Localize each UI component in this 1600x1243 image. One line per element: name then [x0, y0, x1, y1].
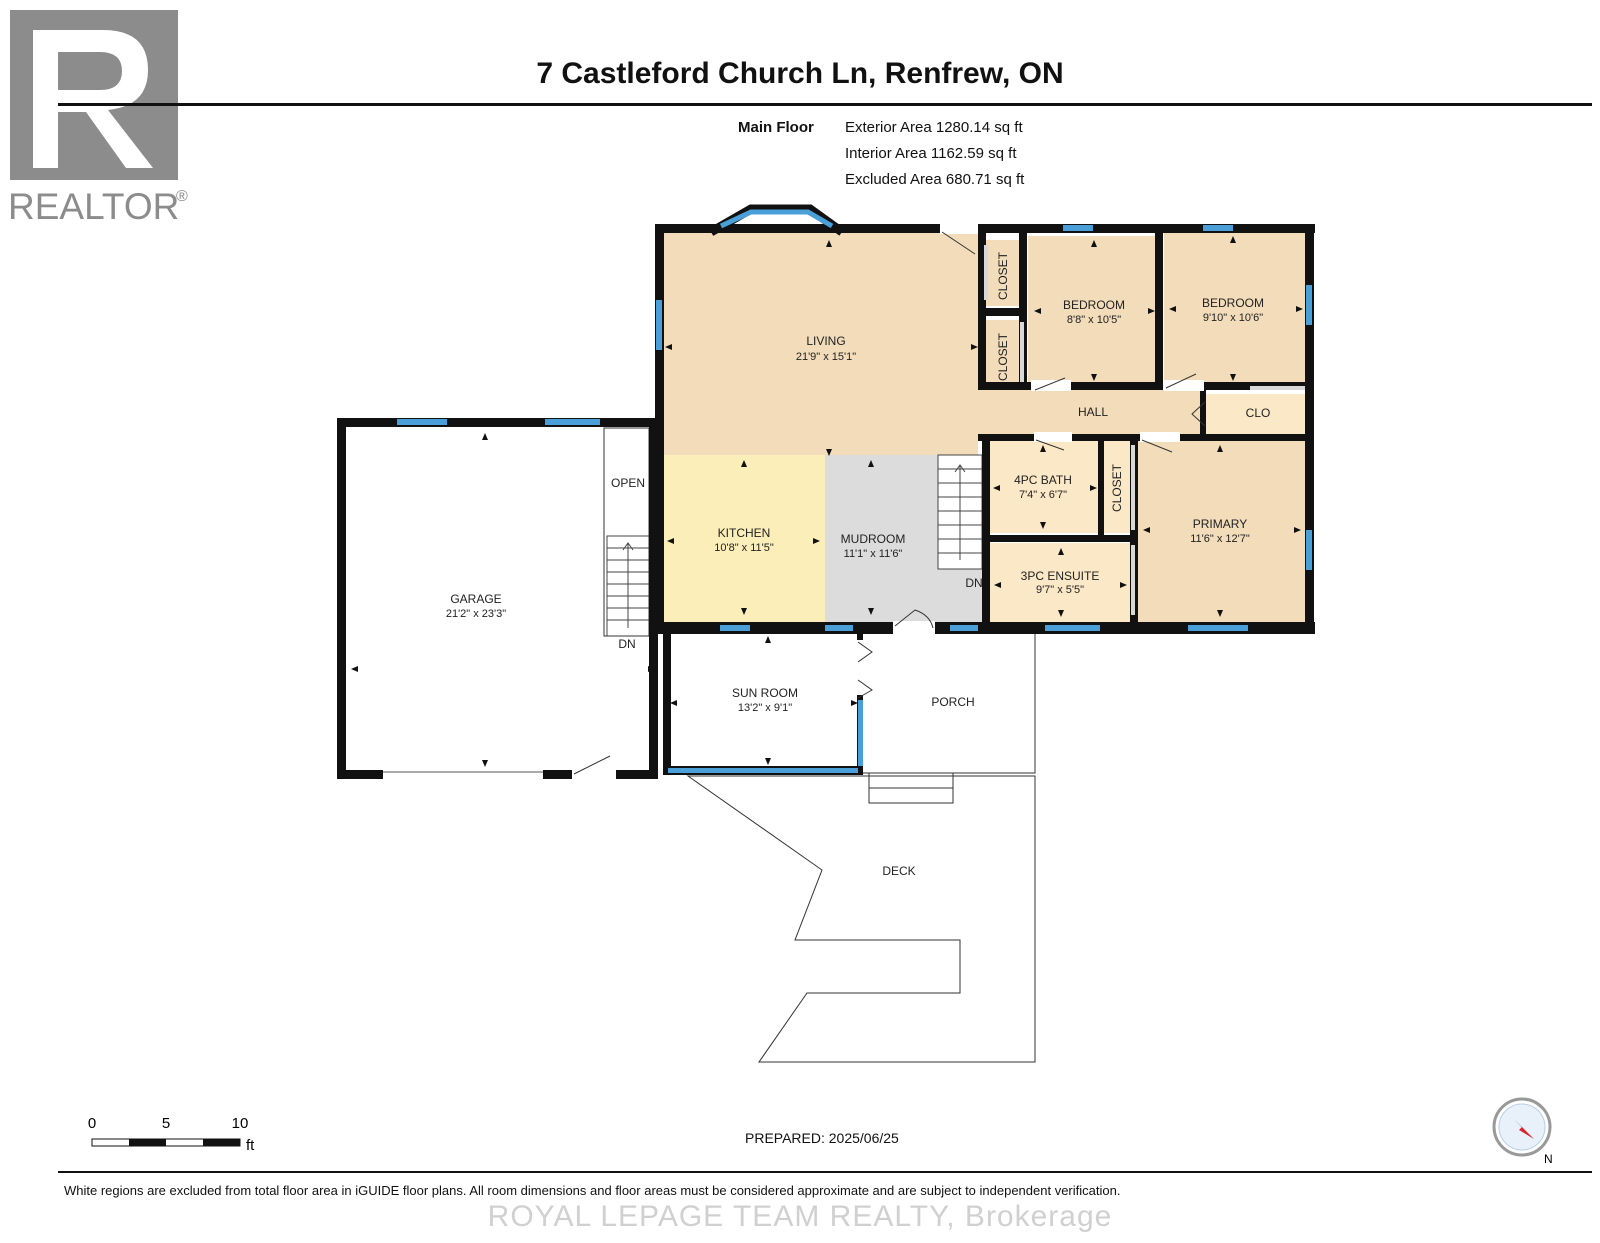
open-name: OPEN — [611, 476, 645, 490]
bedroom1-fill — [1028, 236, 1159, 388]
kitchen-dim: 10'8" x 11'5" — [714, 542, 774, 554]
mudroom-dim: 11'1" x 11'6" — [844, 548, 903, 560]
ensuite-name: 3PC ENSUITE — [1021, 569, 1100, 583]
compass-north-label: N — [1544, 1152, 1553, 1166]
bath4-name: 4PC BATH — [1014, 473, 1072, 487]
footer-divider — [58, 1171, 1592, 1173]
excluded-area: Excluded Area 680.71 sq ft — [845, 171, 1025, 188]
stairs-mudroom — [937, 454, 983, 570]
clo-name: CLO — [1246, 406, 1271, 420]
bay-window — [708, 204, 845, 236]
kitchen-name: KITCHEN — [718, 526, 771, 540]
deck-outline — [686, 775, 1036, 1063]
dn-garage-label: DN — [618, 637, 635, 651]
windows — [397, 225, 1312, 773]
realtor-wordmark: REALTOR — [8, 186, 179, 223]
room-labels: LIVING 21'9" x 15'1" BEDROOM 8'8" x 10'5… — [446, 251, 1271, 878]
floor-label: Main Floor — [738, 119, 814, 136]
living-fill — [663, 232, 1305, 455]
realtor-logo: REALTOR ® — [8, 10, 188, 223]
bath4-dim: 7'4" x 6'7" — [1019, 489, 1067, 501]
mudroom-name: MUDROOM — [841, 532, 906, 546]
closet1-fill — [986, 240, 1019, 306]
garage-name: GARAGE — [450, 592, 501, 606]
living-name: LIVING — [806, 334, 845, 348]
bedroom2-name: BEDROOM — [1202, 296, 1264, 310]
primary-fill — [1138, 440, 1305, 622]
closet2-name: CLOSET — [996, 332, 1010, 381]
porch-name: PORCH — [931, 695, 974, 709]
title-divider — [58, 103, 1592, 106]
bath4-fill — [990, 440, 1098, 533]
exterior-area: Exterior Area 1280.14 sq ft — [845, 119, 1023, 136]
kitchen-fill — [663, 455, 825, 622]
primary-dim: 11'6" x 12'7" — [1190, 533, 1250, 545]
living-dim: 21'9" x 15'1" — [796, 351, 856, 363]
interior-area: Interior Area 1162.59 sq ft — [845, 145, 1017, 162]
garage-dim: 21'2" x 23'3" — [446, 608, 506, 620]
registered-mark: ® — [176, 188, 188, 205]
dimension-ticks — [351, 236, 1303, 767]
bedroom1-dim: 8'8" x 10'5" — [1067, 314, 1121, 326]
dn-mudroom-label: DN — [965, 576, 982, 590]
ensuite-fill — [990, 543, 1130, 622]
scale-unit: ft — [246, 1137, 255, 1154]
hall-name: HALL — [1078, 405, 1108, 419]
bedroom2-dim: 9'10" x 10'6" — [1203, 312, 1263, 324]
sunroom-name: SUN ROOM — [732, 686, 798, 700]
scale-bar: 0 5 10 ft — [88, 1115, 255, 1154]
sunroom-dim: 13'2" x 9'1" — [738, 702, 792, 714]
primary-name: PRIMARY — [1193, 517, 1247, 531]
scale-tick-0: 0 — [88, 1115, 96, 1132]
closet3-fill — [1102, 440, 1134, 533]
prepared-date: PREPARED: 2025/06/25 — [745, 1130, 899, 1146]
closet1-name: CLOSET — [996, 251, 1010, 300]
room-fills — [663, 232, 1305, 622]
bedroom1-name: BEDROOM — [1063, 298, 1125, 312]
ensuite-dim: 9'7" x 5'5" — [1036, 584, 1084, 596]
stairs-garage — [606, 535, 650, 637]
closet2-fill — [986, 320, 1019, 388]
closet3-name: CLOSET — [1110, 463, 1124, 512]
brokerage-watermark: ROYAL LEPAGE TEAM REALTY, Brokerage — [487, 1200, 1113, 1233]
page-title: 7 Castleford Church Ln, Renfrew, ON — [536, 57, 1064, 90]
deck-name: DECK — [882, 864, 915, 878]
bedroom2-fill — [1164, 232, 1305, 388]
doors — [383, 223, 1305, 780]
disclaimer-text: White regions are excluded from total fl… — [64, 1183, 1121, 1198]
compass-icon: N — [1492, 1097, 1553, 1166]
clo-fill — [1206, 394, 1305, 434]
scale-tick-10: 10 — [232, 1115, 249, 1132]
scale-tick-5: 5 — [162, 1115, 170, 1132]
